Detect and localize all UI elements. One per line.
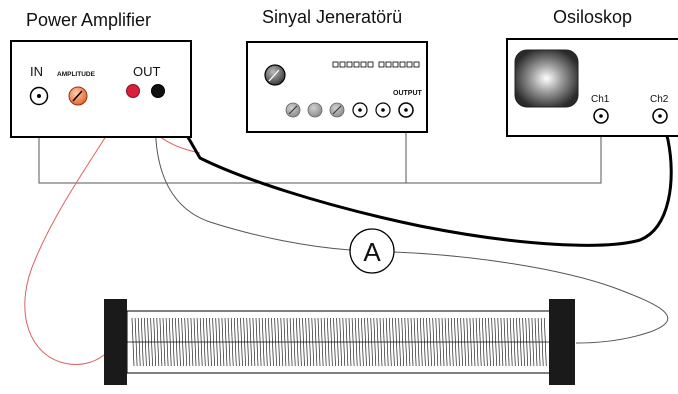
power-amplifier: IN AMPLITUDE OUT	[10, 40, 192, 138]
out-black-terminal-icon[interactable]	[151, 84, 165, 98]
oscilloscope-title: Osiloskop	[553, 7, 632, 27]
ch1-jack-icon[interactable]	[593, 108, 609, 124]
amplitude-knob-icon[interactable]	[68, 86, 88, 106]
ammeter-wire	[155, 91, 351, 251]
generator-display-icon	[332, 61, 420, 68]
grey-knob-icon[interactable]	[285, 102, 301, 118]
amplitude-label: AMPLITUDE	[57, 71, 96, 78]
generator-jack-icon[interactable]	[352, 102, 368, 118]
ammeter-label: A	[363, 237, 381, 267]
out-label: OUT	[133, 64, 161, 79]
ch1-label: Ch1	[591, 94, 610, 105]
grey-knob-icon[interactable]	[307, 102, 323, 118]
ammeter-to-coil-wire	[393, 251, 669, 344]
output-label: OUTPUT	[393, 90, 423, 97]
red-wire	[24, 91, 134, 365]
oscilloscope-screen-icon	[514, 49, 579, 108]
oscilloscope: Ch1 Ch2	[506, 38, 678, 137]
amplifier-title: Power Amplifier	[26, 10, 151, 30]
coil-right-end-cap	[549, 299, 575, 385]
coil-windings	[127, 317, 550, 367]
in-jack-icon[interactable]	[29, 86, 49, 106]
signal-generator: OUTPUT	[246, 41, 428, 133]
coil-left-end-cap	[104, 299, 127, 385]
ch2-jack-icon[interactable]	[652, 108, 668, 124]
out-red-terminal-icon[interactable]	[126, 84, 140, 98]
output-jack-icon[interactable]	[398, 102, 414, 118]
grey-knob-icon[interactable]	[329, 102, 345, 118]
ch2-label: Ch2	[650, 94, 669, 105]
frequency-knob-icon[interactable]	[264, 64, 286, 86]
ammeter: A	[349, 228, 395, 274]
solenoid-coil	[104, 299, 575, 385]
generator-title: Sinyal Jeneratörü	[262, 7, 402, 27]
generator-jack-icon[interactable]	[375, 102, 391, 118]
thick-ch2-wire	[156, 91, 673, 247]
in-label: IN	[30, 64, 43, 79]
